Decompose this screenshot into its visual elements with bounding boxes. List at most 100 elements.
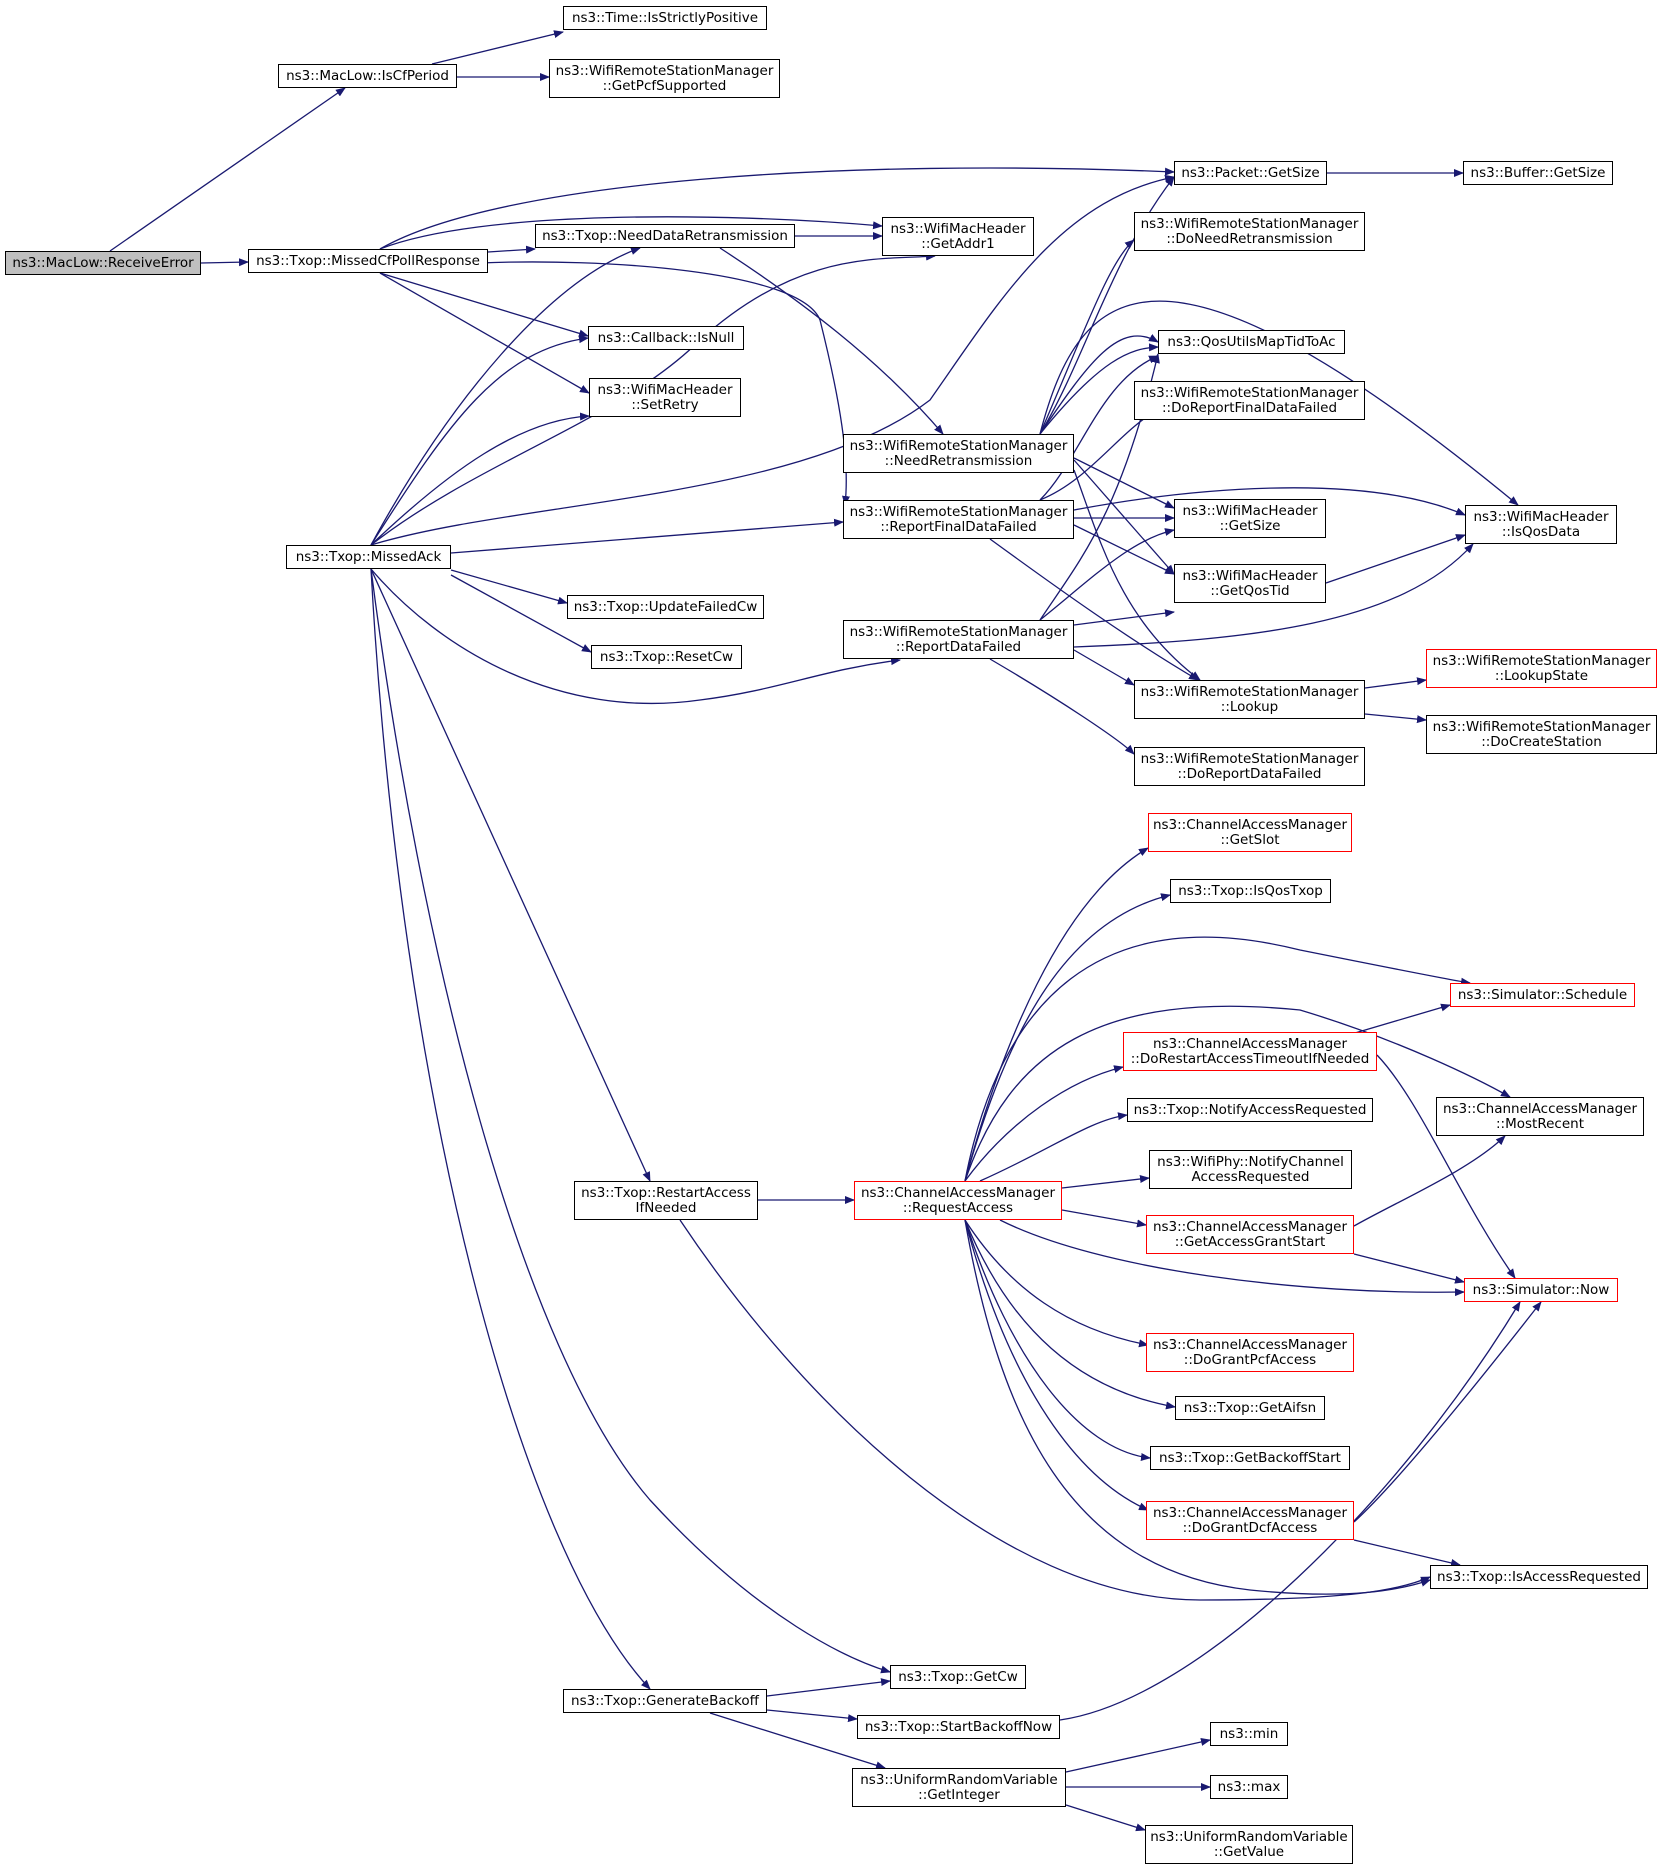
call-edge xyxy=(370,568,651,1690)
node-do-need-retransmission[interactable]: ns3::WifiRemoteStationManager::DoNeedRet… xyxy=(1134,212,1365,251)
call-edge xyxy=(1039,176,1175,435)
node-qos-utils-map[interactable]: ns3::QosUtilsMapTidToAc xyxy=(1158,330,1345,354)
call-edge xyxy=(450,518,844,554)
node-reset-cw[interactable]: ns3::Txop::ResetCw xyxy=(591,645,742,669)
node-get-integer[interactable]: ns3::UniformRandomVariable::GetInteger xyxy=(852,1768,1066,1807)
call-edge xyxy=(989,538,1199,681)
call-edge xyxy=(370,568,651,1182)
node-missed-ack[interactable]: ns3::Txop::MissedAck xyxy=(286,545,451,569)
call-edge xyxy=(999,1219,1465,1297)
node-get-pcf-supported[interactable]: ns3::WifiRemoteStationManager::GetPcfSup… xyxy=(549,59,780,98)
node-lookup[interactable]: ns3::WifiRemoteStationManager::Lookup xyxy=(1134,680,1365,719)
call-edge xyxy=(1039,528,1175,621)
call-edge xyxy=(1325,534,1466,584)
call-edge xyxy=(1364,713,1427,724)
call-edge xyxy=(1073,487,1466,516)
node-do-grant-pcf-access[interactable]: ns3::ChannelAccessManager::DoGrantPcfAcc… xyxy=(1146,1333,1354,1372)
node-get-slot[interactable]: ns3::ChannelAccessManager::GetSlot xyxy=(1148,813,1352,852)
node-simulator-now[interactable]: ns3::Simulator::Now xyxy=(1464,1278,1618,1302)
node-get-value[interactable]: ns3::UniformRandomVariable::GetValue xyxy=(1145,1825,1353,1864)
node-do-restart-access-timeout[interactable]: ns3::ChannelAccessManager::DoRestartAcce… xyxy=(1123,1032,1377,1071)
call-edge xyxy=(1353,1539,1461,1567)
call-edge xyxy=(370,335,589,546)
call-edge xyxy=(1376,1054,1516,1279)
call-edge xyxy=(200,258,249,267)
call-edge xyxy=(1354,1003,1451,1034)
call-edge xyxy=(1073,609,1175,626)
node-receive-error: ns3::MacLow::ReceiveError xyxy=(5,251,201,275)
call-edge xyxy=(1364,677,1427,689)
call-edge xyxy=(1065,1738,1211,1773)
node-is-strictly-positive[interactable]: ns3::Time::IsStrictlyPositive xyxy=(563,6,767,30)
call-edge xyxy=(1073,524,1175,575)
call-edge xyxy=(1061,1209,1147,1228)
call-edge xyxy=(379,272,590,394)
call-edge xyxy=(766,1709,858,1723)
call-edge xyxy=(379,272,589,338)
node-is-qos-data[interactable]: ns3::WifiMacHeader::IsQosData xyxy=(1465,505,1617,544)
node-buffer-get-size[interactable]: ns3::Buffer::GetSize xyxy=(1463,161,1613,185)
call-edge xyxy=(1353,1301,1542,1523)
node-update-failed-cw[interactable]: ns3::Txop::UpdateFailedCw xyxy=(567,595,764,619)
call-edge xyxy=(370,412,590,546)
call-edge xyxy=(1039,300,1519,506)
node-set-retry[interactable]: ns3::WifiMacHeader::SetRetry xyxy=(589,378,741,417)
call-edge xyxy=(989,658,1135,755)
call-edge xyxy=(379,216,883,250)
node-get-access-grant-start[interactable]: ns3::ChannelAccessManager::GetAccessGran… xyxy=(1146,1215,1354,1254)
call-edge xyxy=(1073,469,1201,681)
call-edge xyxy=(370,568,891,1674)
call-edge xyxy=(1039,239,1135,435)
call-edge xyxy=(964,893,1171,1182)
node-lookup-state[interactable]: ns3::WifiRemoteStationManager::LookupSta… xyxy=(1426,649,1657,688)
node-callback-is-null[interactable]: ns3::Callback::IsNull xyxy=(588,326,744,350)
node-get-backoff-start[interactable]: ns3::Txop::GetBackoffStart xyxy=(1150,1446,1350,1470)
call-edge xyxy=(1061,1175,1150,1189)
node-start-backoff-now[interactable]: ns3::Txop::StartBackoffNow xyxy=(857,1715,1060,1739)
call-edge xyxy=(379,167,1175,250)
call-edge xyxy=(964,936,1471,1182)
node-get-qos-tid[interactable]: ns3::WifiMacHeader::GetQosTid xyxy=(1174,564,1326,603)
node-notify-access-requested[interactable]: ns3::Txop::NotifyAccessRequested xyxy=(1127,1098,1373,1122)
call-edge xyxy=(964,1219,1176,1410)
node-get-aifsn[interactable]: ns3::Txop::GetAifsn xyxy=(1175,1396,1325,1420)
node-is-cf-period[interactable]: ns3::MacLow::IsCfPeriod xyxy=(278,64,457,88)
call-edge xyxy=(1059,1301,1521,1721)
call-edge xyxy=(709,1712,886,1770)
node-header-get-size[interactable]: ns3::WifiMacHeader::GetSize xyxy=(1174,499,1326,538)
node-is-access-requested[interactable]: ns3::Txop::IsAccessRequested xyxy=(1430,1565,1648,1589)
call-edge xyxy=(431,30,564,65)
call-edge xyxy=(370,247,641,546)
call-edge xyxy=(964,1219,1149,1511)
node-is-qos-txop[interactable]: ns3::Txop::IsQosTxop xyxy=(1170,879,1331,903)
node-max[interactable]: ns3::max xyxy=(1210,1775,1288,1799)
call-edge xyxy=(964,847,1149,1182)
node-report-final-data-failed[interactable]: ns3::WifiRemoteStationManager::ReportFin… xyxy=(843,500,1074,539)
call-edge xyxy=(964,1065,1124,1182)
node-do-grant-dcf-access[interactable]: ns3::ChannelAccessManager::DoGrantDcfAcc… xyxy=(1146,1501,1354,1540)
node-do-report-final-data-failed[interactable]: ns3::WifiRemoteStationManager::DoReportF… xyxy=(1134,381,1365,420)
node-simulator-schedule[interactable]: ns3::Simulator::Schedule xyxy=(1450,983,1635,1007)
node-do-create-station[interactable]: ns3::WifiRemoteStationManager::DoCreateS… xyxy=(1426,715,1657,754)
call-edge xyxy=(487,245,536,254)
node-generate-backoff[interactable]: ns3::Txop::GenerateBackoff xyxy=(563,1689,767,1713)
call-edge xyxy=(370,568,901,705)
node-report-data-failed[interactable]: ns3::WifiRemoteStationManager::ReportDat… xyxy=(843,620,1074,659)
node-min[interactable]: ns3::min xyxy=(1210,1722,1288,1746)
node-get-addr1[interactable]: ns3::WifiMacHeader::GetAddr1 xyxy=(882,217,1034,256)
node-packet-get-size[interactable]: ns3::Packet::GetSize xyxy=(1174,161,1327,185)
call-edge xyxy=(964,1219,1149,1348)
node-request-access[interactable]: ns3::ChannelAccessManager::RequestAccess xyxy=(854,1181,1062,1220)
node-get-cw[interactable]: ns3::Txop::GetCw xyxy=(890,1665,1026,1689)
call-edge xyxy=(719,247,944,435)
call-edge xyxy=(1039,355,1159,501)
node-do-report-data-failed[interactable]: ns3::WifiRemoteStationManager::DoReportD… xyxy=(1134,747,1365,786)
node-most-recent[interactable]: ns3::ChannelAccessManager::MostRecent xyxy=(1436,1097,1644,1136)
node-need-data-retransmission[interactable]: ns3::Txop::NeedDataRetransmission xyxy=(535,224,795,248)
node-need-retransmission[interactable]: ns3::WifiRemoteStationManager::NeedRetra… xyxy=(843,434,1074,473)
call-edge xyxy=(450,574,592,653)
node-missed-cf-poll-response[interactable]: ns3::Txop::MissedCfPollResponse xyxy=(248,249,488,273)
